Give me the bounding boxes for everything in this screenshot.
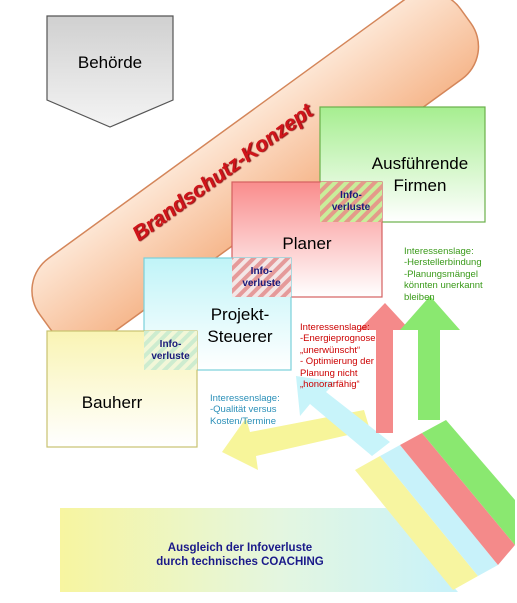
arrow-to-projekt xyxy=(296,376,390,456)
info-label-planer: Info-verluste xyxy=(242,265,281,289)
bauherr-label: Bauherr xyxy=(81,393,143,412)
info-label-projekt: Info-verluste xyxy=(151,338,190,362)
color-stripes xyxy=(355,420,515,590)
behoerde-shape xyxy=(46,15,174,128)
note-firmen: Interessenslage:-Herstellerbindung-Planu… xyxy=(404,245,483,303)
arrow-to-planer xyxy=(359,303,410,433)
info-patch-projekt xyxy=(144,331,197,370)
info-patch-planer xyxy=(232,258,291,297)
arrow-to-firmen xyxy=(400,296,460,420)
behoerde-label: Behörde xyxy=(77,53,143,72)
arrow-to-bauherr xyxy=(222,410,370,470)
note-planer: Interessenslage:-Energieprognose„unerwün… xyxy=(300,321,376,391)
planer-label: Planer xyxy=(282,234,332,253)
projekt-label: Projekt-Steuerer xyxy=(207,305,273,346)
info-patch-firmen xyxy=(320,182,382,222)
info-label-firmen: Info-verluste xyxy=(331,190,371,213)
coaching-shape xyxy=(60,508,458,592)
